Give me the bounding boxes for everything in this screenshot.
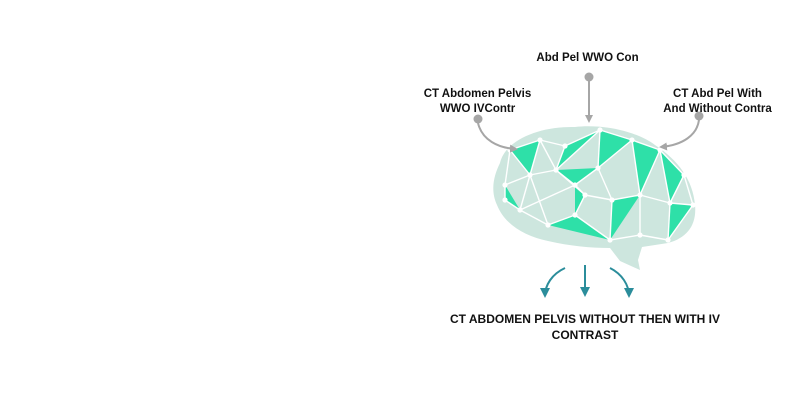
mesh-node — [665, 237, 671, 243]
output-arrow-left — [540, 267, 566, 298]
mesh-edge — [639, 194, 671, 204]
mesh-edge — [555, 145, 566, 171]
output-arrows — [540, 265, 634, 298]
mesh-edge — [597, 139, 633, 169]
brain-facet — [610, 195, 640, 240]
mesh-node — [637, 232, 643, 238]
mesh-node — [562, 143, 568, 149]
mesh-edge — [529, 169, 557, 176]
mesh-edge — [574, 194, 586, 216]
input-label-center: Abd Pel WWO Con — [536, 52, 639, 64]
mesh-node — [597, 127, 603, 133]
output-arrow-right — [609, 267, 634, 298]
mesh-node — [502, 197, 508, 203]
input-arrow-left — [473, 114, 518, 153]
brain-mesh-lines — [504, 129, 694, 241]
mesh-edge — [599, 129, 633, 141]
mesh-node — [690, 202, 696, 208]
mesh-node — [609, 197, 615, 203]
mesh-edge — [659, 149, 685, 176]
mesh-node — [572, 182, 578, 188]
mesh-node — [629, 137, 635, 143]
mesh-edge — [509, 149, 531, 176]
mesh-edge — [564, 129, 601, 147]
mesh-edge — [631, 139, 641, 196]
mesh-edge — [547, 214, 576, 226]
brain-facet — [632, 140, 660, 195]
mesh-edge — [574, 214, 611, 241]
mesh-node — [517, 207, 523, 213]
mesh-node — [637, 192, 643, 198]
mesh-edge — [669, 202, 694, 206]
mesh-edge — [529, 174, 549, 226]
mesh-node — [553, 167, 559, 173]
brain-facet — [556, 168, 598, 185]
mesh-node — [667, 200, 673, 206]
mesh-edge — [584, 194, 613, 201]
mesh-edge — [639, 234, 669, 241]
mesh-edge — [504, 174, 531, 186]
mesh-edge — [669, 174, 685, 204]
mesh-edge — [667, 204, 694, 241]
mesh-edge — [639, 149, 661, 196]
mesh-node — [681, 172, 687, 178]
mesh-node — [537, 137, 543, 143]
mesh-edge — [519, 184, 576, 211]
mesh-edge — [539, 139, 566, 147]
mesh-edge — [519, 209, 549, 226]
input-arrow-right — [659, 111, 704, 151]
brain-facet — [598, 130, 632, 168]
mesh-edge — [683, 174, 694, 206]
brain-facet — [548, 215, 610, 240]
mesh-edge — [539, 139, 557, 171]
brain-facet — [660, 150, 684, 203]
mesh-node — [595, 165, 601, 171]
mesh-node — [572, 212, 578, 218]
mesh-edge — [555, 169, 576, 186]
mesh-edge — [574, 167, 599, 186]
input-label-right: CT Abd Pel With And Without Contra — [663, 88, 772, 115]
mesh-edge — [504, 149, 511, 186]
mesh-node — [657, 147, 663, 153]
input-label-left: CT Abdomen Pelvis WWO IVContr — [423, 88, 532, 115]
mesh-edge — [631, 139, 661, 151]
mesh-edge — [597, 129, 601, 169]
mesh-node — [502, 182, 508, 188]
mesh-edge — [504, 199, 521, 211]
mesh-edge — [519, 174, 531, 211]
mesh-edge — [555, 129, 601, 171]
mesh-edge — [609, 234, 641, 241]
mesh-node — [582, 192, 588, 198]
mesh-edge — [609, 199, 613, 241]
brain-accent-facets — [505, 130, 693, 240]
mesh-edge — [597, 167, 613, 201]
mesh-edge — [529, 139, 541, 176]
mesh-edge — [659, 149, 671, 204]
input-arrow-center — [584, 72, 594, 123]
mesh-node — [545, 222, 551, 228]
mesh-node — [527, 172, 533, 178]
brain-facet — [505, 185, 520, 210]
mesh-node — [607, 237, 613, 243]
output-label: CT ABDOMEN PELVIS WITHOUT THEN WITH IV C… — [450, 312, 720, 342]
mesh-edge — [611, 194, 641, 201]
mesh-edge — [667, 202, 671, 241]
